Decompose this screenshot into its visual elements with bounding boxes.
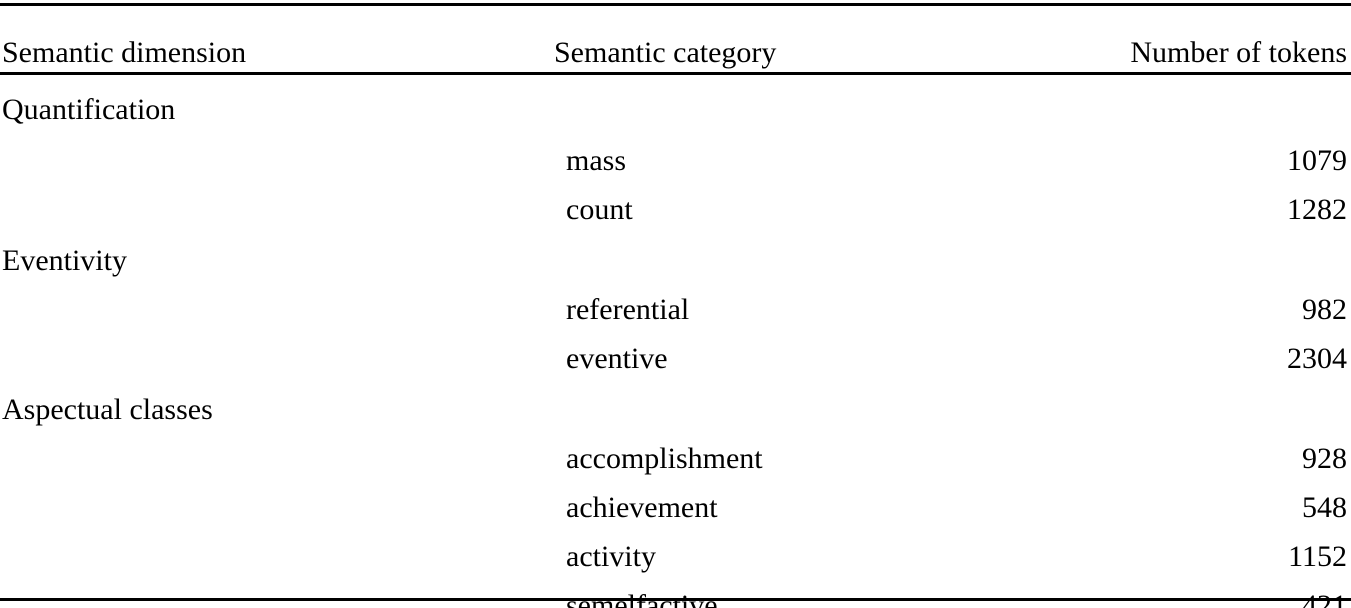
table-header: Semantic dimension Semantic category Num…: [0, 0, 1351, 82]
token-count-activity: 1152: [1288, 540, 1347, 573]
empty-dimension-cell: [0, 435, 553, 484]
token-count-achievement: 548: [1302, 491, 1347, 524]
table-row: activity 1152: [0, 533, 1351, 582]
token-count-referential: 982: [1302, 293, 1347, 326]
dimension-label-aspectual-classes: Aspectual classes: [2, 393, 213, 426]
category-label-accomplishment: accomplishment: [566, 442, 763, 475]
category-label-count: count: [566, 193, 633, 226]
column-header-semantic-dimension: Semantic dimension: [2, 36, 247, 69]
token-count-count: 1282: [1287, 193, 1347, 226]
token-count-accomplishment: 928: [1302, 442, 1347, 475]
empty-category-cell: [553, 235, 1106, 286]
table-row: count 1282: [0, 186, 1351, 235]
table-row: mass 1079: [0, 137, 1351, 186]
empty-category-cell: [553, 384, 1106, 435]
table-row: referential 982: [0, 286, 1351, 335]
empty-dimension-cell: [0, 484, 553, 533]
empty-dimension-cell: [0, 533, 553, 582]
table-body: Quantification mass 1079 count 1282 Even…: [0, 82, 1351, 608]
token-count-mass: 1079: [1287, 144, 1347, 177]
table-row: Aspectual classes: [0, 384, 1351, 435]
empty-dimension-cell: [0, 335, 553, 384]
table-row: accomplishment 928: [0, 435, 1351, 484]
token-count-eventive: 2304: [1287, 342, 1347, 375]
category-label-mass: mass: [566, 144, 626, 177]
category-label-achievement: achievement: [566, 491, 718, 524]
empty-dimension-cell: [0, 286, 553, 335]
dimension-label-eventivity: Eventivity: [2, 244, 127, 277]
table-row: eventive 2304: [0, 335, 1351, 384]
empty-tokens-cell: [1106, 384, 1351, 435]
column-header-number-of-tokens: Number of tokens: [1130, 36, 1347, 69]
empty-category-cell: [553, 82, 1106, 137]
table-row: achievement 548: [0, 484, 1351, 533]
table-header-row: Semantic dimension Semantic category Num…: [0, 0, 1351, 82]
empty-dimension-cell: [0, 137, 553, 186]
category-label-referential: referential: [566, 293, 690, 326]
dimension-label-quantification: Quantification: [2, 93, 176, 126]
category-label-semelfactive: semelfactive: [566, 589, 718, 608]
table-row: Eventivity: [0, 235, 1351, 286]
category-label-activity: activity: [566, 540, 656, 573]
empty-tokens-cell: [1106, 82, 1351, 137]
empty-tokens-cell: [1106, 235, 1351, 286]
category-label-eventive: eventive: [566, 342, 668, 375]
table-row: semelfactive 421: [0, 582, 1351, 608]
empty-dimension-cell: [0, 186, 553, 235]
empty-dimension-cell: [0, 582, 553, 608]
table-row: Quantification: [0, 82, 1351, 137]
table-header-rule: [0, 72, 1351, 75]
table-bottom-rule: [0, 598, 1351, 601]
token-count-semelfactive: 421: [1302, 589, 1347, 608]
column-header-semantic-category: Semantic category: [554, 36, 777, 69]
table-top-rule: [0, 3, 1351, 6]
